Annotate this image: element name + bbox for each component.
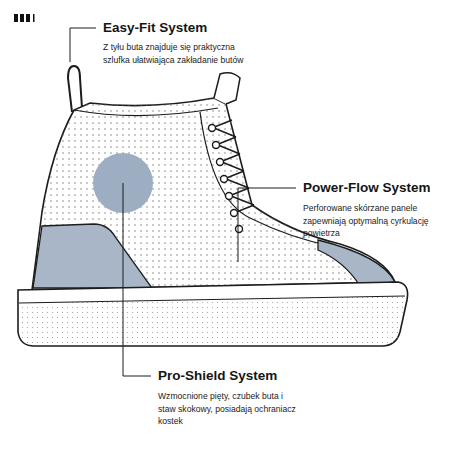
heel-guard <box>33 224 152 288</box>
leader-lines <box>70 28 296 376</box>
logo-mark <box>14 14 35 22</box>
tongue <box>214 73 240 104</box>
callout-heading: Pro-Shield System <box>158 368 277 384</box>
callout-text: Z tyłu buta znajduje się praktyczna szlu… <box>103 41 253 66</box>
toe-cap <box>318 240 395 286</box>
sole-line <box>19 296 405 303</box>
callout-heading: Power-Flow System <box>303 180 431 196</box>
quarter-seam <box>200 112 335 247</box>
collar-line <box>74 108 218 116</box>
laces <box>209 120 255 233</box>
callout-text: Wzmocnione pięty, czubek buta i staw sko… <box>158 390 296 428</box>
callout-text: Perforowane skórzane panele zapewniają o… <box>303 202 439 240</box>
sole <box>18 282 408 346</box>
pull-loop <box>68 66 82 112</box>
sole-texture <box>19 296 405 346</box>
callout-heading: Easy-Fit System <box>103 20 207 36</box>
